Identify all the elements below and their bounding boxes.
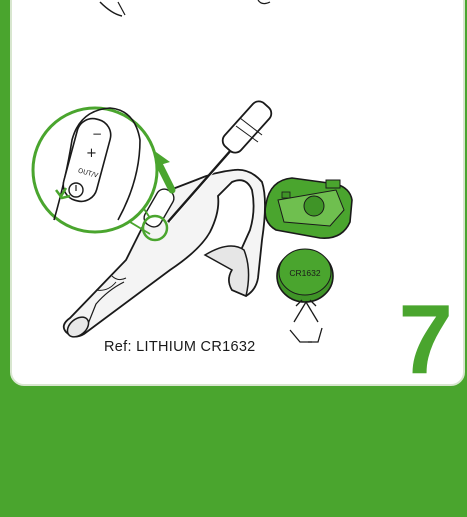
plus-button-label: + [86, 146, 97, 161]
battery-cover [265, 178, 352, 238]
recycle-icon [290, 300, 322, 342]
battery-reference-text: Ref: LITHIUM CR1632 [104, 339, 256, 355]
coin-battery-label: CR1632 [289, 268, 320, 278]
controls-zoom-callout: − + OUT/V [33, 108, 157, 234]
minus-button-label: − [92, 127, 102, 141]
coin-battery: CR1632 [277, 249, 333, 302]
step-number: 7 [398, 290, 453, 388]
